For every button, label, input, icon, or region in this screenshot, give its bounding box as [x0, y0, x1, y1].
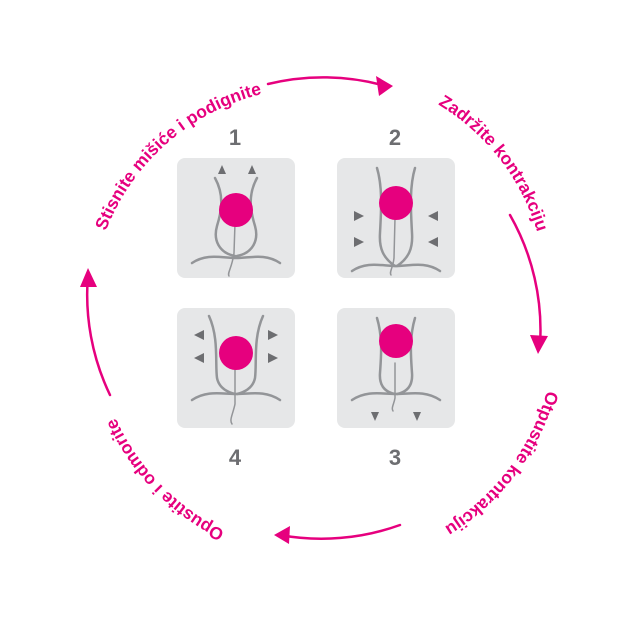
step-number-4: 4 — [229, 445, 242, 470]
step-number-2: 2 — [389, 125, 401, 150]
pelvic-floor-muscle-dot — [219, 193, 253, 227]
label-release-contraction: Otpustite kontrakciju — [442, 389, 562, 540]
step-number-1: 1 — [229, 125, 241, 150]
step-panel-4 — [177, 308, 295, 428]
cycle-arrow-right — [508, 213, 542, 347]
pelvic-floor-muscle-dot — [379, 186, 413, 220]
arrowhead-right — [530, 335, 548, 354]
arrowhead-top — [376, 76, 393, 96]
cycle-arrows — [85, 76, 542, 540]
cycle-arrow-bottom — [278, 523, 402, 540]
up-arrows-icon — [218, 165, 256, 174]
step-number-3: 3 — [389, 445, 401, 470]
cycle-arrow-left — [85, 273, 112, 397]
arrowhead-bottom — [274, 526, 290, 544]
arrowhead-left — [80, 268, 97, 287]
inward-arrows-icon — [354, 211, 438, 247]
step-panel-2 — [337, 158, 455, 278]
down-arrows-icon — [371, 412, 421, 421]
step-panel-1 — [177, 158, 295, 278]
pelvic-floor-muscle-dot — [219, 336, 253, 370]
outward-arrows-icon — [194, 330, 278, 363]
cycle-arrow-top — [266, 76, 388, 88]
pelvic-floor-muscle-dot — [379, 324, 413, 358]
step-panel-3 — [337, 308, 455, 428]
cycle-arrowheads — [80, 76, 548, 544]
label-relax-and-rest: Opustite i odmorite — [101, 416, 227, 545]
